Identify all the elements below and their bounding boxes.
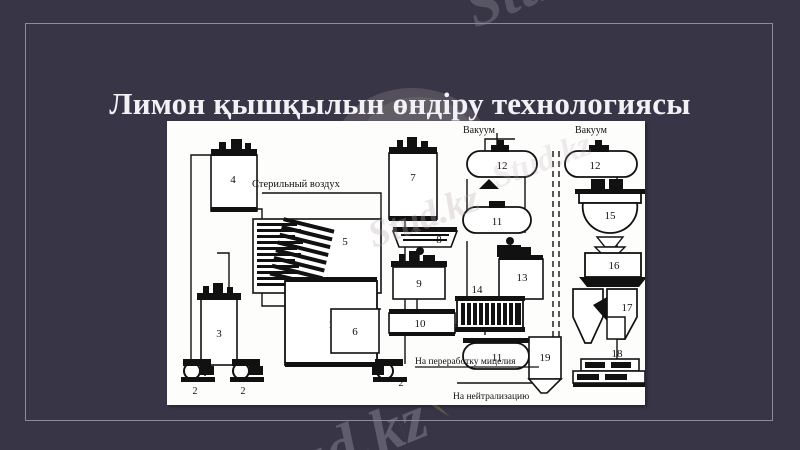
svg-text:14: 14 bbox=[472, 284, 484, 296]
svg-text:2: 2 bbox=[399, 378, 404, 389]
svg-text:19: 19 bbox=[540, 352, 552, 364]
process-flow-diagram: 4 5 bbox=[167, 121, 645, 405]
page-title: Лимон қышқылын өндіру технологиясы bbox=[109, 85, 691, 121]
svg-text:2: 2 bbox=[241, 386, 246, 397]
svg-text:18: 18 bbox=[612, 348, 624, 360]
svg-text:4: 4 bbox=[230, 174, 236, 186]
svg-text:12: 12 bbox=[590, 160, 601, 172]
svg-text:12: 12 bbox=[497, 160, 508, 172]
equipment-12b: 12 bbox=[564, 140, 638, 178]
svg-text:10: 10 bbox=[415, 318, 427, 330]
equipment-2b: 2 bbox=[230, 359, 264, 397]
equipment-7: 7 bbox=[388, 137, 438, 221]
equipment-6: 6 bbox=[330, 308, 380, 354]
diagram-svg: 4 5 bbox=[167, 121, 645, 405]
equipment-2a: 2 bbox=[181, 359, 215, 397]
svg-text:3: 3 bbox=[216, 328, 222, 340]
watermark-text-top: Stud.kz - Stud.kz bbox=[455, 0, 800, 42]
equipment-17: 17 bbox=[572, 288, 638, 344]
equipment-2c: 2 bbox=[372, 359, 407, 389]
svg-text:2: 2 bbox=[193, 386, 198, 397]
equipment-4: 4 bbox=[210, 139, 258, 212]
svg-text:9: 9 bbox=[416, 278, 422, 290]
equipment-16: 16 bbox=[579, 252, 645, 287]
svg-text:11: 11 bbox=[492, 352, 503, 364]
equipment-10: 10 bbox=[388, 309, 456, 336]
label-to-mycelium-processing: На переработку мицелия bbox=[415, 356, 516, 367]
svg-text:8: 8 bbox=[436, 234, 442, 246]
svg-text:15: 15 bbox=[605, 210, 617, 222]
svg-text:7: 7 bbox=[410, 172, 416, 184]
equipment-14: 14 bbox=[455, 284, 525, 332]
equipment-13: 13 bbox=[498, 255, 544, 300]
equipment-15: 15 bbox=[575, 179, 645, 234]
svg-text:5: 5 bbox=[342, 236, 348, 248]
equipment-11a: 11 bbox=[462, 201, 532, 234]
svg-text:17: 17 bbox=[622, 302, 634, 314]
svg-text:13: 13 bbox=[517, 272, 529, 284]
label-to-neutralization: На нейтрализацию bbox=[453, 391, 529, 402]
equipment-9: 9 bbox=[391, 251, 447, 300]
equipment-12a: 12 bbox=[466, 140, 538, 189]
svg-text:6: 6 bbox=[352, 326, 358, 338]
pump-under-11a bbox=[497, 237, 531, 257]
label-sterile-air: Стерильный воздух bbox=[252, 179, 341, 190]
equipment-8: 8 bbox=[391, 227, 459, 255]
svg-text:11: 11 bbox=[492, 216, 503, 228]
equipment-19: 19 bbox=[527, 336, 563, 394]
equipment-11b: 11 bbox=[462, 338, 530, 370]
label-vacuum-left: Вакуум bbox=[463, 125, 496, 136]
label-vacuum-right: Вакуум bbox=[575, 125, 608, 136]
svg-text:16: 16 bbox=[609, 260, 621, 272]
equipment-3: 3 bbox=[197, 283, 241, 366]
equipment-18: 18 bbox=[572, 348, 645, 387]
